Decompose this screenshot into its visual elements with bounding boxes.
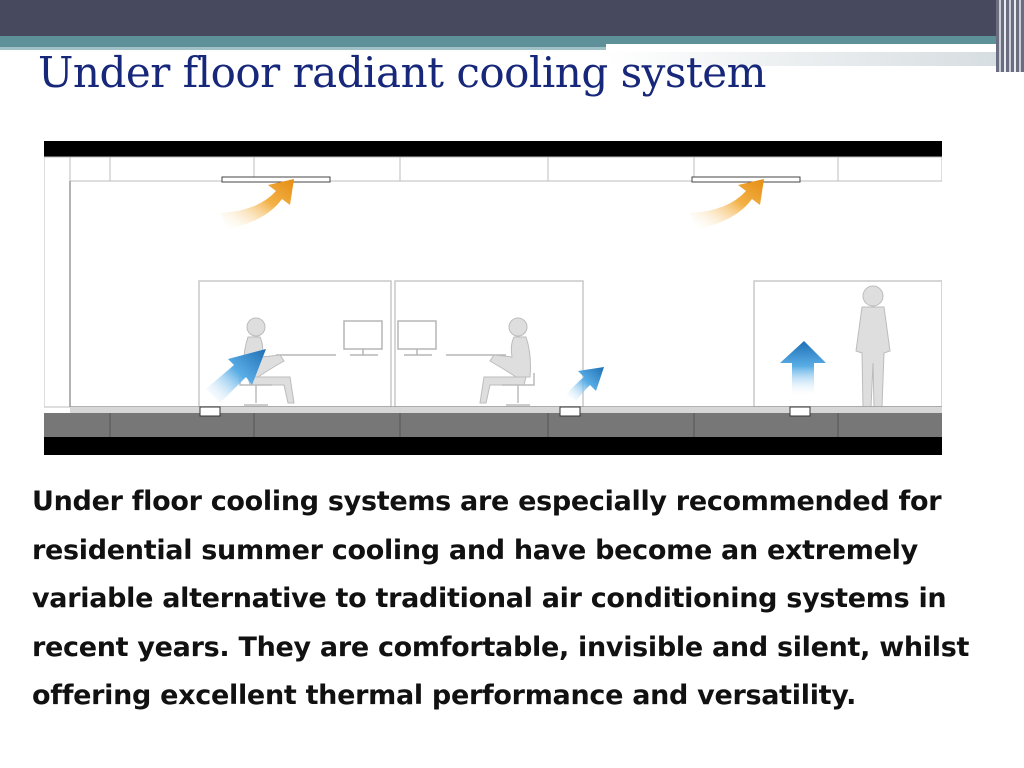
floor [44, 406, 942, 455]
standing-person-icon [855, 285, 891, 408]
header-gradient [606, 52, 1004, 66]
ceiling-vent-icon [221, 176, 801, 183]
seated-person-icon [243, 317, 531, 404]
warm-air-arrow-icon [220, 179, 764, 229]
computer-monitor-icon [276, 320, 506, 356]
header-divider [606, 44, 1004, 52]
header-stripes [996, 0, 1024, 72]
ceiling [44, 141, 942, 182]
cubicle-partition [198, 280, 942, 408]
cool-air-arrow-icon [206, 341, 826, 403]
cooling-diagram [44, 141, 942, 455]
wall [44, 156, 71, 408]
floor-grille-icon [199, 406, 811, 417]
slide-title: Under floor radiant cooling system [38, 48, 767, 97]
header-bar [0, 0, 1024, 36]
header-accent-band [0, 36, 1024, 47]
body-paragraph: Under floor cooling systems are especial… [32, 486, 970, 711]
header-accent-line [0, 47, 1024, 50]
